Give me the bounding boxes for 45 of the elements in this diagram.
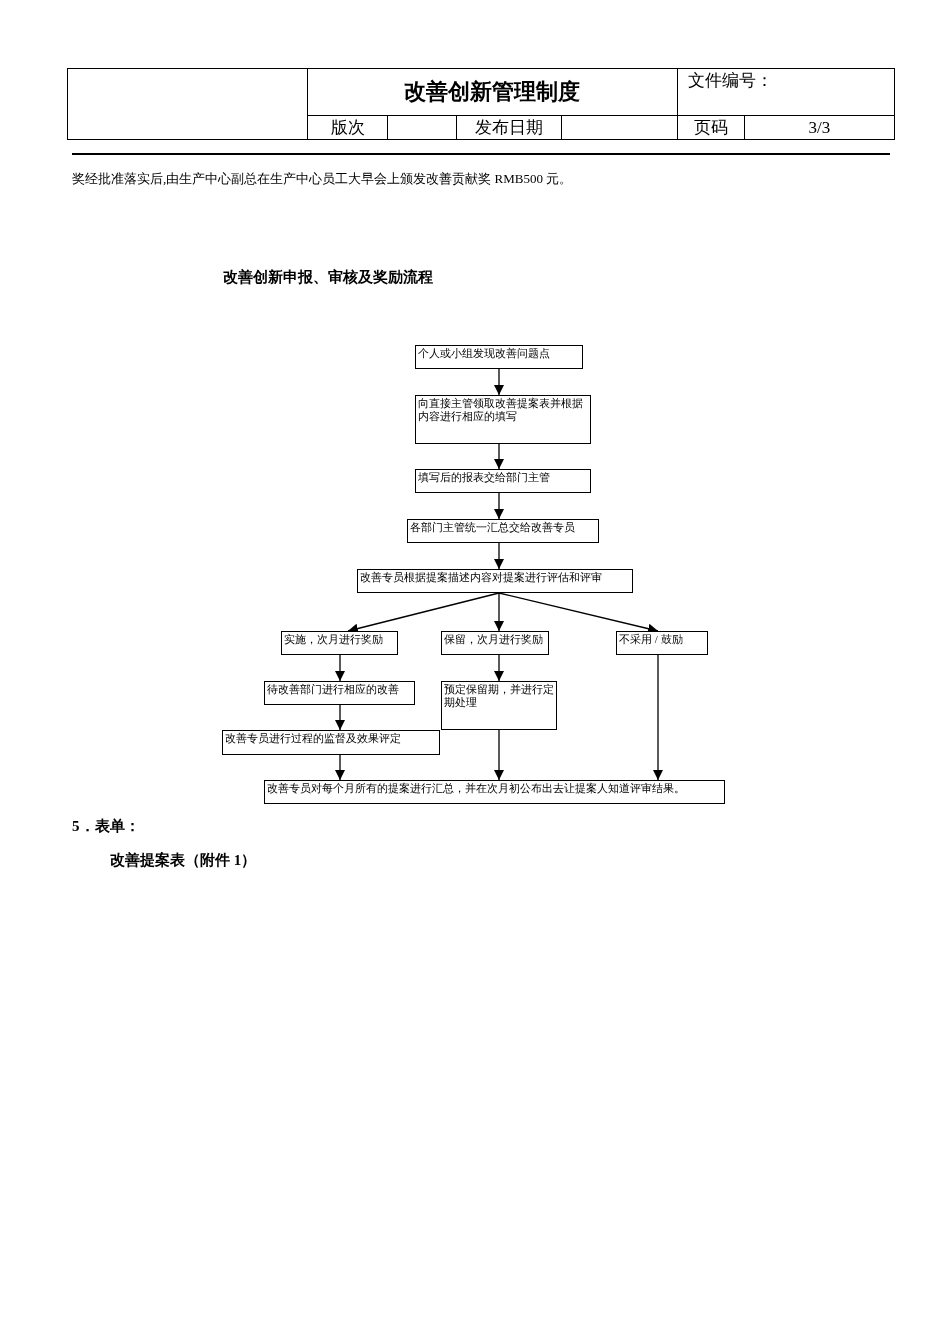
arrow — [494, 443, 504, 470]
flowchart-title: 改善创新申报、审核及奖励流程 — [223, 268, 433, 287]
process-box — [407, 519, 599, 543]
node-text: 预定保留期，并进行定期处理 — [444, 683, 554, 709]
process-box — [415, 345, 583, 369]
arrow — [494, 368, 504, 396]
process-box — [441, 631, 549, 655]
arrow — [494, 654, 504, 682]
arrow — [335, 754, 345, 781]
node-text: 个人或小组发现改善问题点 — [418, 347, 551, 360]
body-paragraph: 奖经批准落实后,由生产中心副总在生产中心员工大早会上颁发改善贡献奖 RMB500 元。 — [72, 170, 573, 188]
node-text: 填写后的报表交给部门主管 — [418, 471, 551, 484]
field-label: 版次 — [330, 118, 365, 137]
field-label: 页码 — [693, 118, 728, 137]
process-box — [415, 395, 591, 444]
node-text: 改善专员对每个月所有的提案进行汇总，并在次月初公布出去让提案人知道评审结果。 — [267, 782, 686, 795]
arrow — [494, 492, 504, 520]
field-label: 发布日期 — [474, 118, 543, 137]
process-box — [357, 569, 633, 593]
node-text: 改善专员进行过程的监督及效果评定 — [225, 732, 402, 745]
node-text: 各部门主管统一汇总交给改善专员 — [410, 521, 576, 534]
process-box — [415, 469, 591, 493]
arrow — [653, 654, 663, 781]
arrow — [494, 592, 504, 632]
process-box — [616, 631, 708, 655]
process-box — [281, 631, 398, 655]
page-number: 3/3 — [808, 117, 831, 137]
node-text: 改善专员根据提案描述内容对提案进行评估和评审 — [360, 571, 603, 584]
node-text: 待改善部门进行相应的改善 — [267, 683, 400, 696]
process-box — [264, 780, 725, 804]
node-text: 保留，次月进行奖励 — [444, 633, 544, 646]
arrow — [494, 729, 504, 781]
section-heading: 5．表单： — [72, 817, 140, 836]
field-label: 文件编号： — [687, 71, 773, 90]
form-name: 改善提案表（附件 1） — [110, 851, 257, 870]
arrow — [494, 542, 504, 570]
process-box — [264, 681, 415, 705]
process-box — [441, 681, 557, 730]
node-text: 不采用 / 鼓励 — [619, 633, 684, 646]
process-box — [222, 730, 440, 755]
node-text: 向直接主管领取改善提案表并根据内容进行相应的填写 — [418, 397, 584, 423]
arrow — [335, 654, 345, 682]
document-title: 改善创新管理制度 — [404, 79, 581, 104]
arrow — [335, 704, 345, 731]
node-text: 实施，次月进行奖励 — [284, 633, 384, 646]
